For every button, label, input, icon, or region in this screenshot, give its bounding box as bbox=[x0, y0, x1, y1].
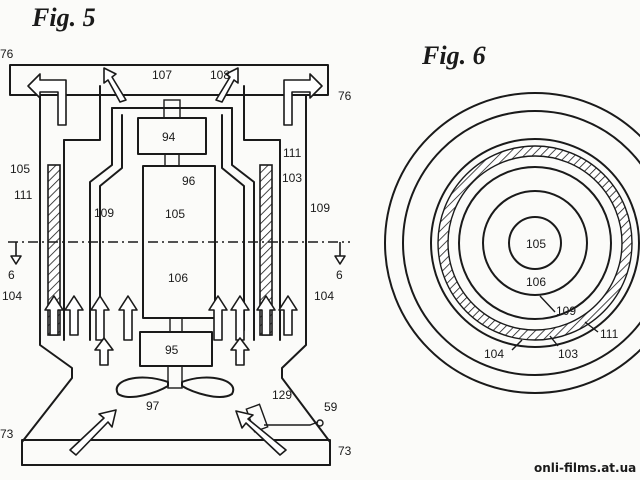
label-94: 94 bbox=[162, 130, 176, 144]
label-73a: 73 bbox=[0, 427, 14, 441]
label-108: 108 bbox=[210, 68, 230, 82]
ring-hatched-outer bbox=[437, 145, 633, 341]
fig5-title: Fig. 5 bbox=[31, 3, 96, 32]
label-96: 96 bbox=[182, 174, 196, 188]
leader-104 bbox=[511, 339, 523, 351]
inner-wall bbox=[63, 139, 281, 341]
label-59: 59 bbox=[324, 400, 338, 414]
ring-hatched-inner bbox=[447, 155, 623, 331]
watermark-text: onli-films.at.ua bbox=[534, 461, 636, 475]
central-shroud bbox=[89, 107, 255, 341]
core-105 bbox=[508, 216, 562, 270]
label-111b: 111 bbox=[283, 146, 302, 160]
label-109a: 109 bbox=[94, 206, 114, 220]
fig6-label-104: 104 bbox=[484, 347, 504, 361]
shaft-96 bbox=[164, 153, 180, 167]
label-95: 95 bbox=[165, 343, 179, 357]
terminal-59 bbox=[316, 419, 324, 427]
inner-wall-top bbox=[63, 85, 281, 141]
fig6-label-109: 109 bbox=[556, 304, 576, 318]
ring-106 bbox=[482, 190, 588, 296]
fan-blade-left bbox=[115, 376, 169, 398]
top-cap-76 bbox=[9, 64, 329, 96]
shaft-top bbox=[163, 99, 181, 119]
leader-111 bbox=[584, 321, 599, 333]
fig6-title: Fig. 6 bbox=[421, 41, 486, 70]
fan-blade-right bbox=[181, 376, 235, 398]
fan-hub bbox=[167, 365, 183, 389]
section-arrow-right bbox=[334, 242, 346, 265]
ring-2 bbox=[402, 110, 640, 376]
ring-3 bbox=[430, 138, 640, 348]
label-106: 106 bbox=[168, 271, 188, 285]
lead-59 bbox=[264, 421, 319, 426]
ring-hatched-103 bbox=[438, 146, 632, 340]
label-111a: 111 bbox=[14, 188, 33, 202]
label-107: 107 bbox=[152, 68, 172, 82]
label-103: 103 bbox=[282, 171, 302, 185]
label-6b: 6 bbox=[336, 268, 343, 282]
label-105a: 105 bbox=[10, 162, 30, 176]
fig6-drawing: Fig. 6 105 106 109 111 104 103 bbox=[384, 41, 640, 394]
label-104a: 104 bbox=[2, 289, 22, 303]
label-76b: 76 bbox=[338, 89, 352, 103]
label-129: 129 bbox=[272, 388, 292, 402]
label-105b: 105 bbox=[165, 207, 185, 221]
fig6-label-105: 105 bbox=[526, 237, 546, 251]
label-73b: 73 bbox=[338, 444, 352, 458]
label-97: 97 bbox=[146, 399, 160, 413]
fig6-label-103: 103 bbox=[558, 347, 578, 361]
ring-109 bbox=[458, 166, 612, 320]
label-109b: 109 bbox=[310, 201, 330, 215]
fig5-drawing: Fig. 5 76 76 107 108 94 96 105 105 111 1… bbox=[0, 3, 352, 466]
label-6a: 6 bbox=[8, 268, 15, 282]
label-104b: 104 bbox=[314, 289, 334, 303]
base-73 bbox=[21, 439, 331, 466]
label-76a: 76 bbox=[0, 47, 14, 61]
ring-outer bbox=[384, 92, 640, 394]
fig6-label-111: 111 bbox=[600, 327, 619, 341]
airflow-arrows bbox=[27, 67, 323, 456]
shroud-inner bbox=[99, 114, 245, 331]
section-arrow-left bbox=[10, 242, 22, 265]
shaft-lower bbox=[169, 317, 183, 333]
fig6-label-106: 106 bbox=[526, 275, 546, 289]
leader-103 bbox=[549, 335, 559, 347]
leader-109 bbox=[539, 295, 556, 313]
